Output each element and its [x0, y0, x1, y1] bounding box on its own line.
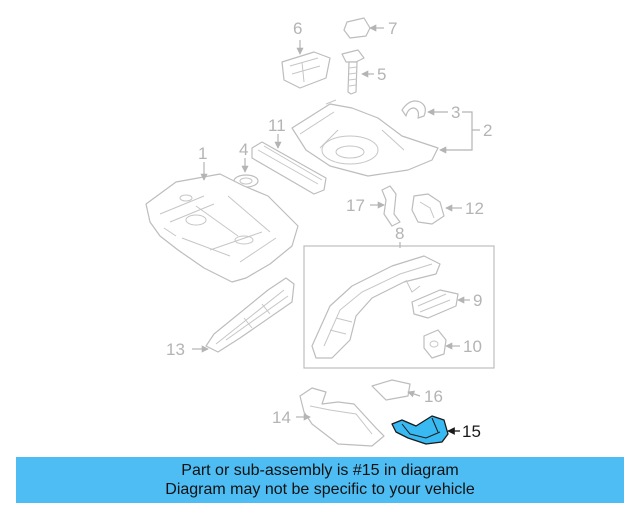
callout-11: 11 — [268, 116, 286, 135]
callout-8: 8 — [395, 224, 404, 243]
callout-10: 10 — [463, 337, 482, 356]
part-1-floor-pan — [145, 173, 299, 283]
part-3-clip — [401, 100, 426, 119]
part-10-bracket — [423, 329, 447, 359]
part-15-highlighted — [391, 415, 449, 445]
part-11-rail — [251, 141, 327, 195]
leader-lines — [192, 24, 480, 435]
callout-3: 3 — [451, 103, 460, 122]
part-2-spare-wheel-tub — [291, 99, 439, 177]
callout-2: 2 — [483, 121, 492, 140]
callout-12: 12 — [465, 199, 484, 218]
part-6-bracket — [281, 51, 331, 89]
callout-16: 16 — [424, 387, 443, 406]
part-7-cap — [343, 17, 371, 39]
callout-15-highlighted: 15 — [462, 422, 481, 441]
callout-4: 4 — [239, 140, 248, 159]
part-9-reinforcement — [411, 289, 459, 319]
callout-9: 9 — [473, 291, 482, 310]
callout-14: 14 — [272, 408, 291, 427]
part-13-side-member — [205, 277, 295, 353]
part-5-bolt — [341, 49, 365, 95]
part-14-heat-shield — [299, 387, 385, 447]
part-12-bracket — [411, 193, 445, 225]
part-8-frame-rail — [311, 255, 441, 359]
callout-13: 13 — [166, 340, 185, 359]
callout-17: 17 — [346, 196, 365, 215]
callout-1: 1 — [198, 144, 207, 163]
banner-line-2: Diagram may not be specific to your vehi… — [165, 481, 475, 498]
part-16-plate — [371, 379, 411, 401]
part-17-bracket — [381, 185, 401, 227]
parts-diagram: 6 7 5 3 2 11 4 1 17 12 8 9 10 13 16 14 1… — [145, 17, 495, 447]
banner-line-1: Part or sub-assembly is #15 in diagram — [181, 462, 459, 479]
info-banner: Part or sub-assembly is #15 in diagram D… — [16, 457, 624, 503]
callout-numbers: 6 7 5 3 2 11 4 1 17 12 8 9 10 13 16 14 1… — [166, 19, 492, 441]
callout-6: 6 — [293, 19, 302, 38]
part-8-group-box — [303, 245, 495, 369]
callout-7: 7 — [388, 19, 397, 38]
callout-5: 5 — [377, 65, 386, 84]
